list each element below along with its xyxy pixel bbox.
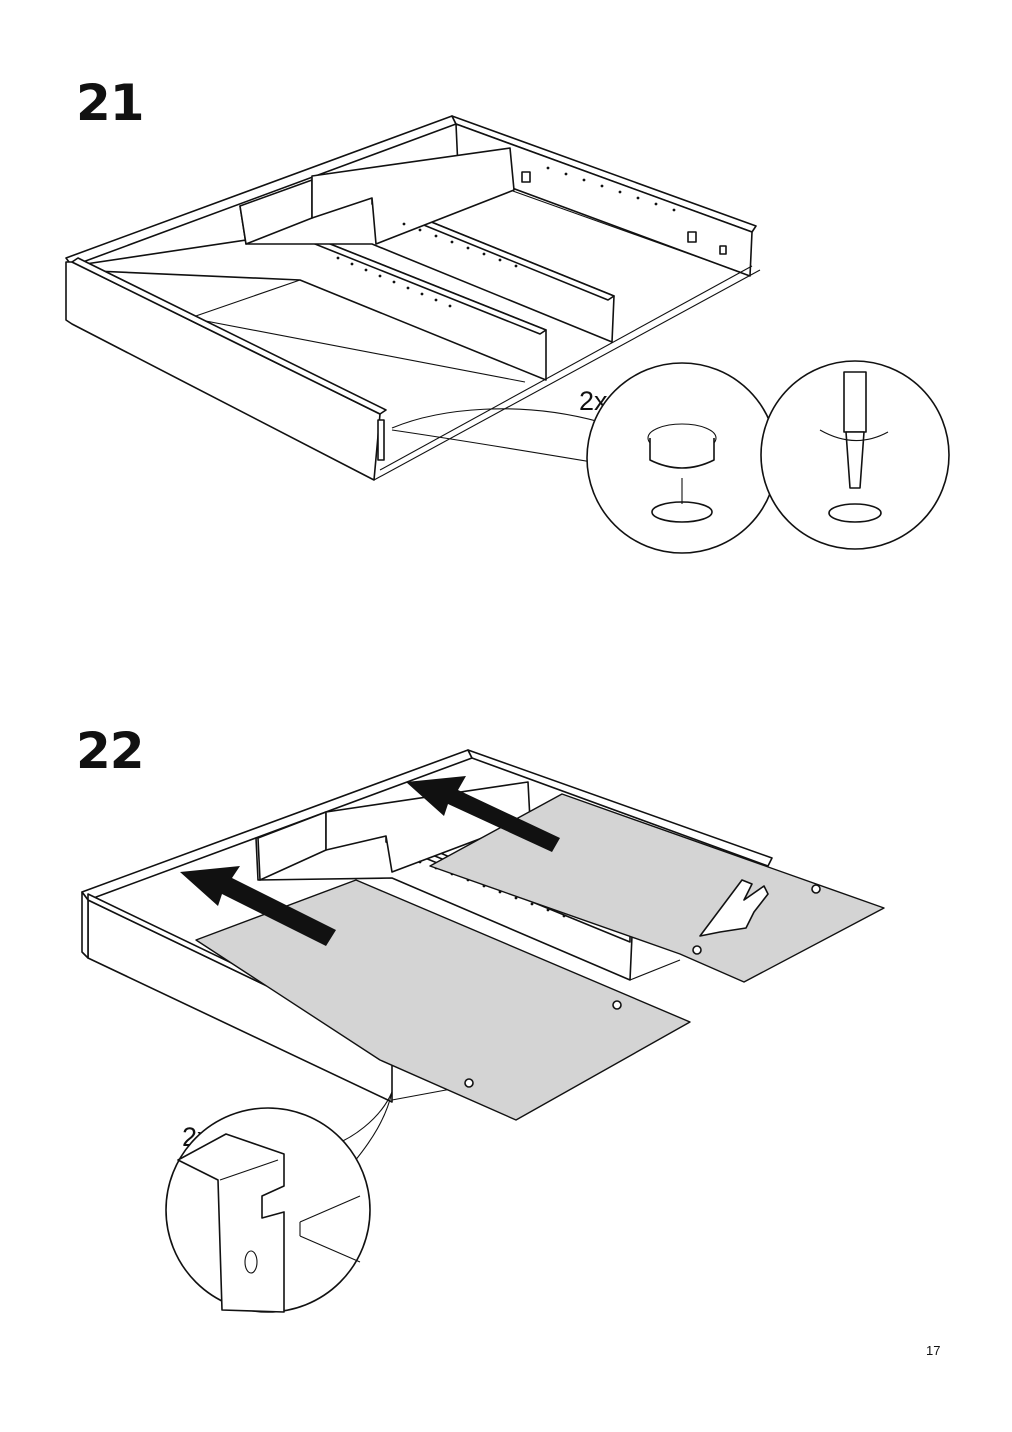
groove-detail-icon	[165, 1107, 371, 1313]
step-21-frame	[65, 115, 761, 481]
screwdriver-turn-icon	[760, 360, 950, 550]
cam-lock-fitting-icon	[586, 362, 778, 554]
press-hand-icon	[699, 879, 769, 937]
step-22-number: 22	[76, 722, 145, 780]
page-number: 17	[926, 1343, 941, 1358]
shelf-holes	[336, 166, 676, 308]
step-21-number: 21	[76, 74, 145, 132]
